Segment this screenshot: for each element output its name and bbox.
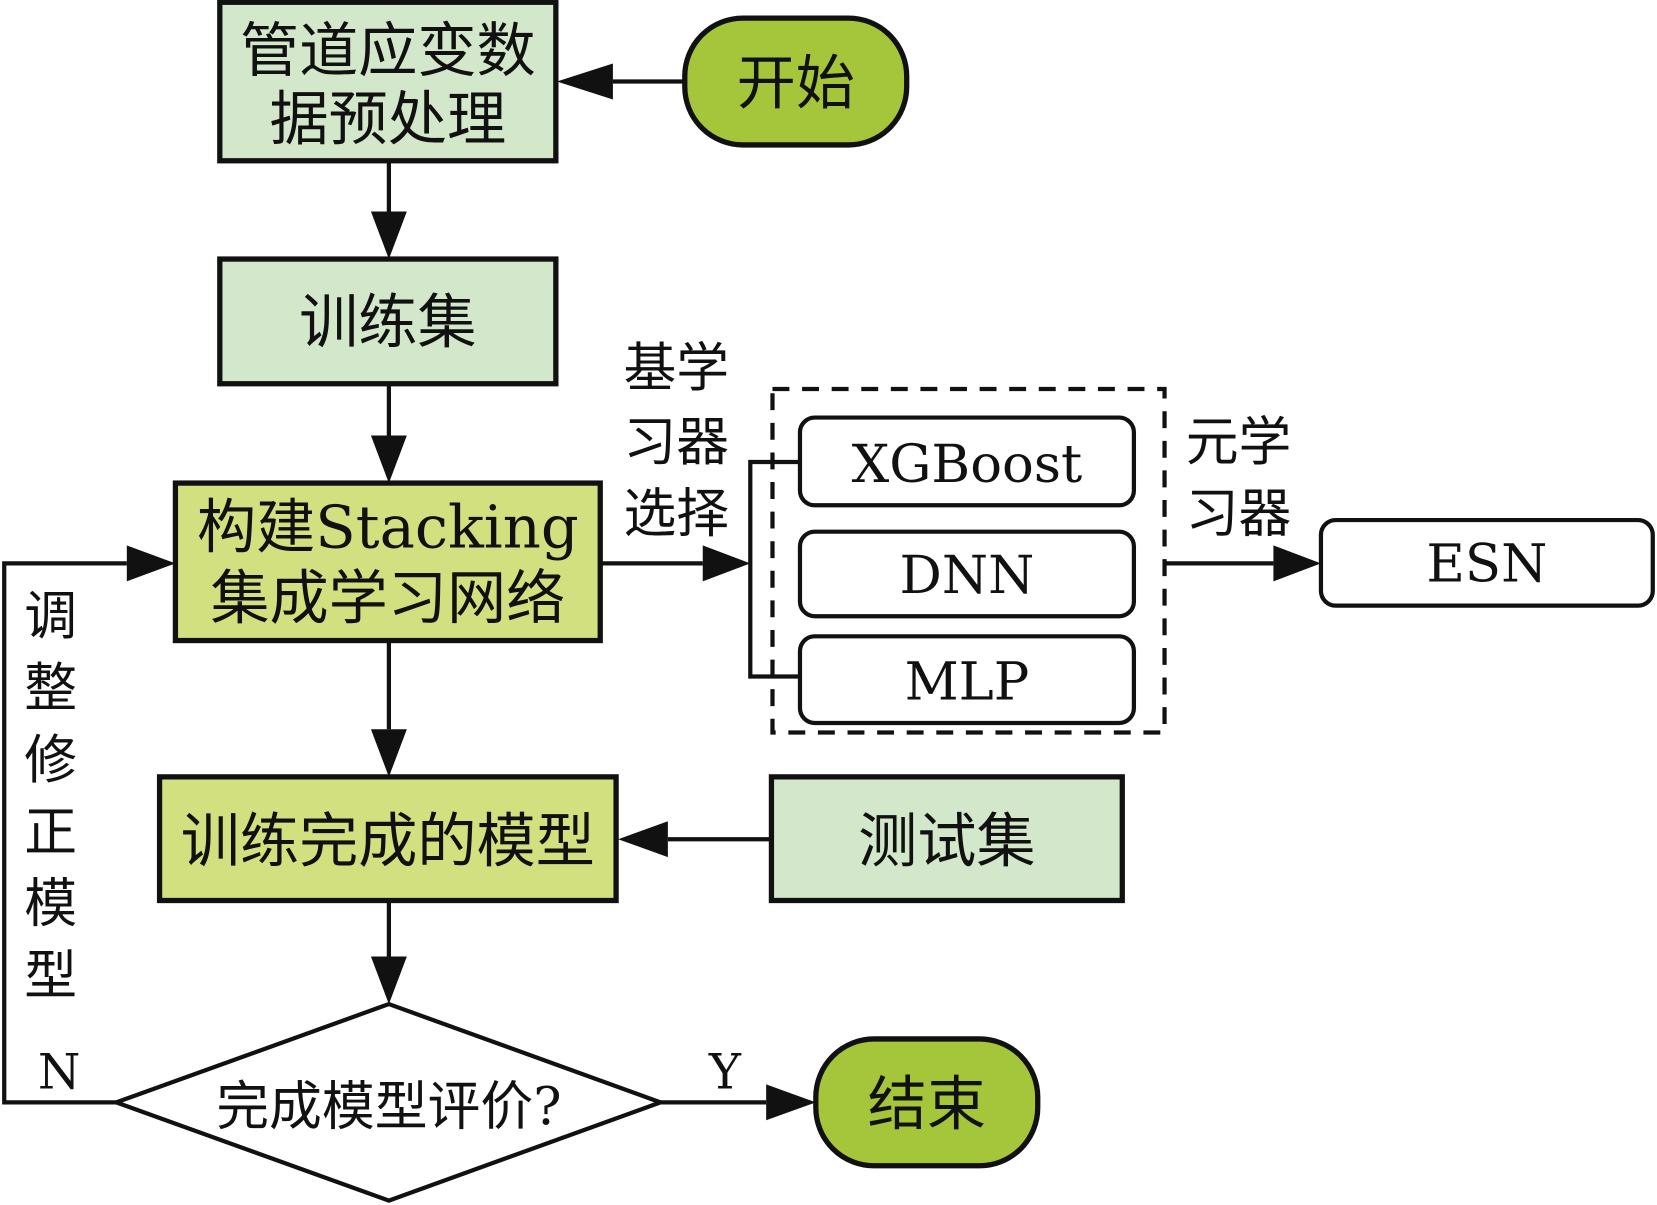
- arrow-decision-no-loop: [2, 561, 127, 1105]
- arrowhead: [766, 1084, 816, 1121]
- dnn-label: DNN: [900, 545, 1035, 606]
- mlp-box[interactable]: [797, 634, 1137, 726]
- arrowhead: [370, 729, 407, 777]
- xgboost-box[interactable]: [797, 415, 1137, 508]
- end-terminal[interactable]: [813, 1036, 1041, 1169]
- arrowhead: [370, 435, 407, 484]
- yes-label: Y: [708, 1045, 742, 1101]
- esn-label: ESN: [1426, 533, 1547, 594]
- adjust-label-2: 整: [24, 658, 77, 719]
- trained-model-box[interactable]: [156, 774, 619, 904]
- train-set-label: 训练集: [299, 288, 476, 357]
- adjust-label-5: 模: [24, 874, 77, 935]
- start-terminal[interactable]: [682, 15, 910, 148]
- base-select-label-3: 选择: [623, 484, 729, 545]
- stacking-line1: 构建Stacking: [197, 493, 579, 562]
- dnn-box[interactable]: [797, 529, 1137, 619]
- adjust-label-6: 型: [24, 946, 77, 1007]
- arrowhead: [1273, 545, 1321, 582]
- trained-model-label: 训练完成的模型: [181, 806, 595, 875]
- xgboost-label: XGBoost: [852, 434, 1083, 495]
- esn-box[interactable]: [1318, 517, 1655, 608]
- base-select-label-1: 基学: [623, 338, 729, 399]
- decision-label: 完成模型评价?: [216, 1077, 561, 1138]
- adjust-label-1: 调: [24, 586, 77, 647]
- base-select-label-2: 习器: [623, 412, 729, 473]
- no-label: N: [38, 1045, 81, 1101]
- meta-label-2: 习器: [1186, 484, 1292, 545]
- arrowhead: [556, 63, 613, 100]
- test-set-box[interactable]: [768, 774, 1125, 904]
- train-set-box[interactable]: [217, 256, 559, 387]
- arrowhead: [126, 545, 176, 582]
- meta-label-1: 元学: [1186, 412, 1292, 473]
- decision-diamond[interactable]: [110, 1001, 667, 1203]
- arrowhead: [370, 211, 407, 260]
- mlp-label: MLP: [905, 652, 1030, 713]
- base-bracket: [748, 459, 800, 679]
- arrowhead: [618, 821, 668, 858]
- arrowhead: [370, 956, 407, 1005]
- base-learner-group: [770, 386, 1167, 735]
- stacking-line2: 集成学习网络: [210, 563, 565, 632]
- start-label: 开始: [737, 49, 855, 118]
- preprocess-box[interactable]: [217, 0, 559, 164]
- preprocess-line1: 管道应变数: [240, 16, 536, 85]
- stacking-box[interactable]: [172, 480, 603, 644]
- test-set-label: 测试集: [858, 806, 1035, 875]
- adjust-label-4: 正: [24, 802, 77, 863]
- adjust-label-3: 修: [24, 730, 77, 791]
- arrowhead: [702, 545, 751, 582]
- end-label: 结束: [868, 1070, 986, 1139]
- preprocess-line2: 据预处理: [270, 85, 507, 154]
